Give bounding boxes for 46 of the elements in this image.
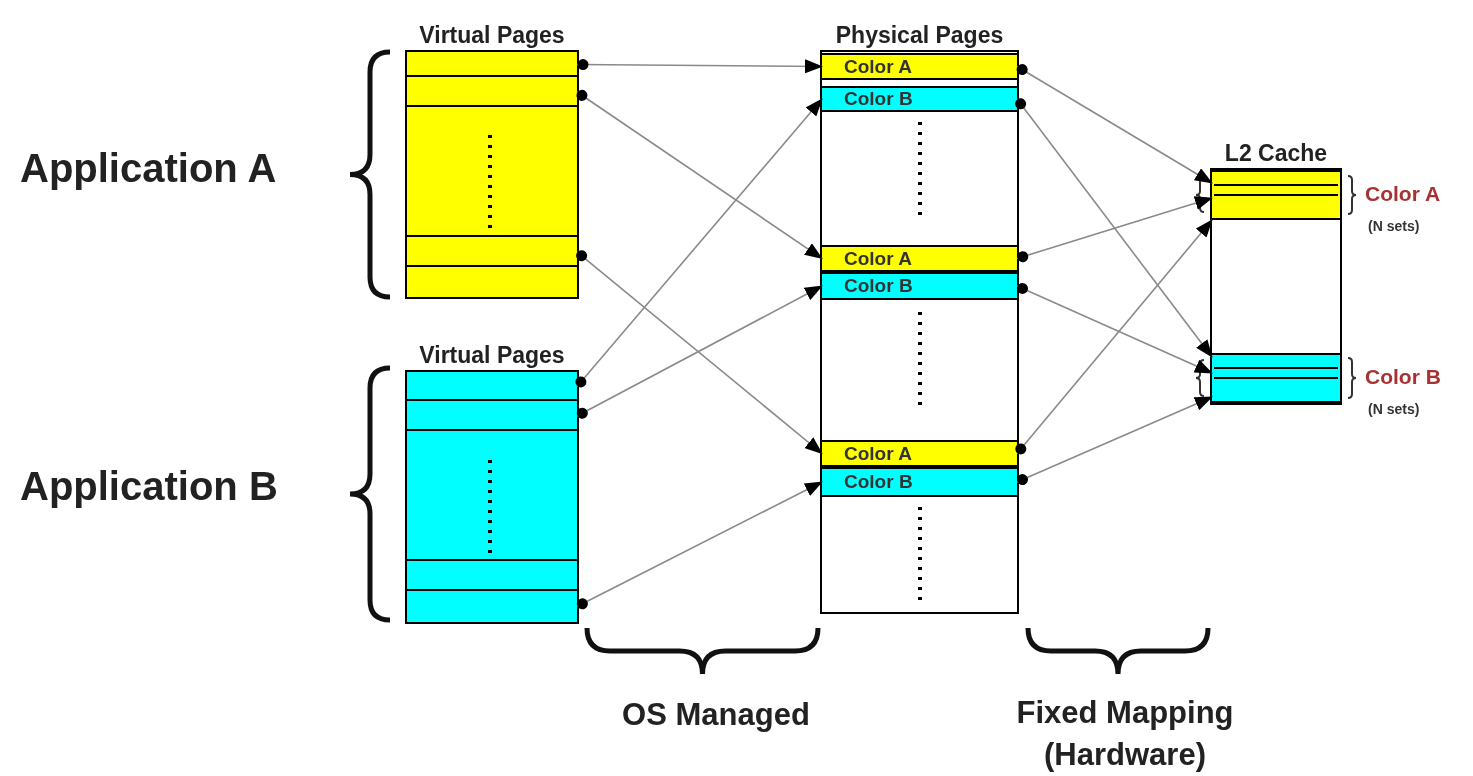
page-row [407, 591, 577, 622]
mapping-arrow [1016, 196, 1213, 263]
set-count-note: (N sets) [1368, 400, 1420, 419]
page-row [407, 431, 577, 561]
mapping-arrow [576, 89, 823, 260]
color-page-band [822, 53, 1017, 80]
mapping-arrow [1015, 219, 1213, 455]
page-row [407, 401, 577, 431]
set-count-note: (N sets) [1368, 217, 1420, 236]
color-label: Color A [1365, 181, 1441, 207]
color-page-band [822, 245, 1017, 272]
band-label: Color A [844, 441, 912, 466]
page-row [407, 237, 577, 267]
color-label: Color B [1365, 364, 1441, 390]
color-page-band [822, 86, 1017, 112]
page-row [407, 561, 577, 591]
column-heading: Physical Pages [835, 21, 1004, 50]
application-label: Application A [20, 145, 277, 192]
column-heading: L2 Cache [1224, 139, 1328, 168]
page-row [407, 372, 577, 401]
mapping-arrow [1016, 282, 1213, 374]
application-label: Application B [20, 463, 278, 510]
column-heading: Virtual Pages [419, 341, 565, 370]
mapping-arrow [576, 59, 823, 74]
mapping-arrow [1016, 396, 1213, 486]
page-row [407, 52, 577, 77]
mapping-arrow [1015, 98, 1213, 358]
page-row [407, 77, 577, 107]
band-label: Color A [844, 54, 912, 79]
page-row [407, 267, 577, 297]
band-label: Color B [844, 469, 913, 494]
bracket-label: OS Managed [621, 696, 811, 734]
bracket-label: Fixed Mapping (Hardware) [1015, 694, 1235, 774]
band-label: Color B [844, 86, 913, 111]
column-heading: Virtual Pages [419, 21, 565, 50]
color-page-band [822, 272, 1017, 300]
mapping-arrow [1016, 64, 1213, 184]
mapping-arrow [576, 481, 823, 610]
color-page-band [822, 440, 1017, 467]
page-row [407, 107, 577, 237]
color-page-band [822, 467, 1017, 497]
band-label: Color B [844, 273, 913, 298]
mapping-arrow [576, 285, 823, 419]
mapping-arrow [575, 98, 823, 388]
mapping-arrow [576, 250, 823, 455]
band-label: Color A [844, 246, 912, 271]
